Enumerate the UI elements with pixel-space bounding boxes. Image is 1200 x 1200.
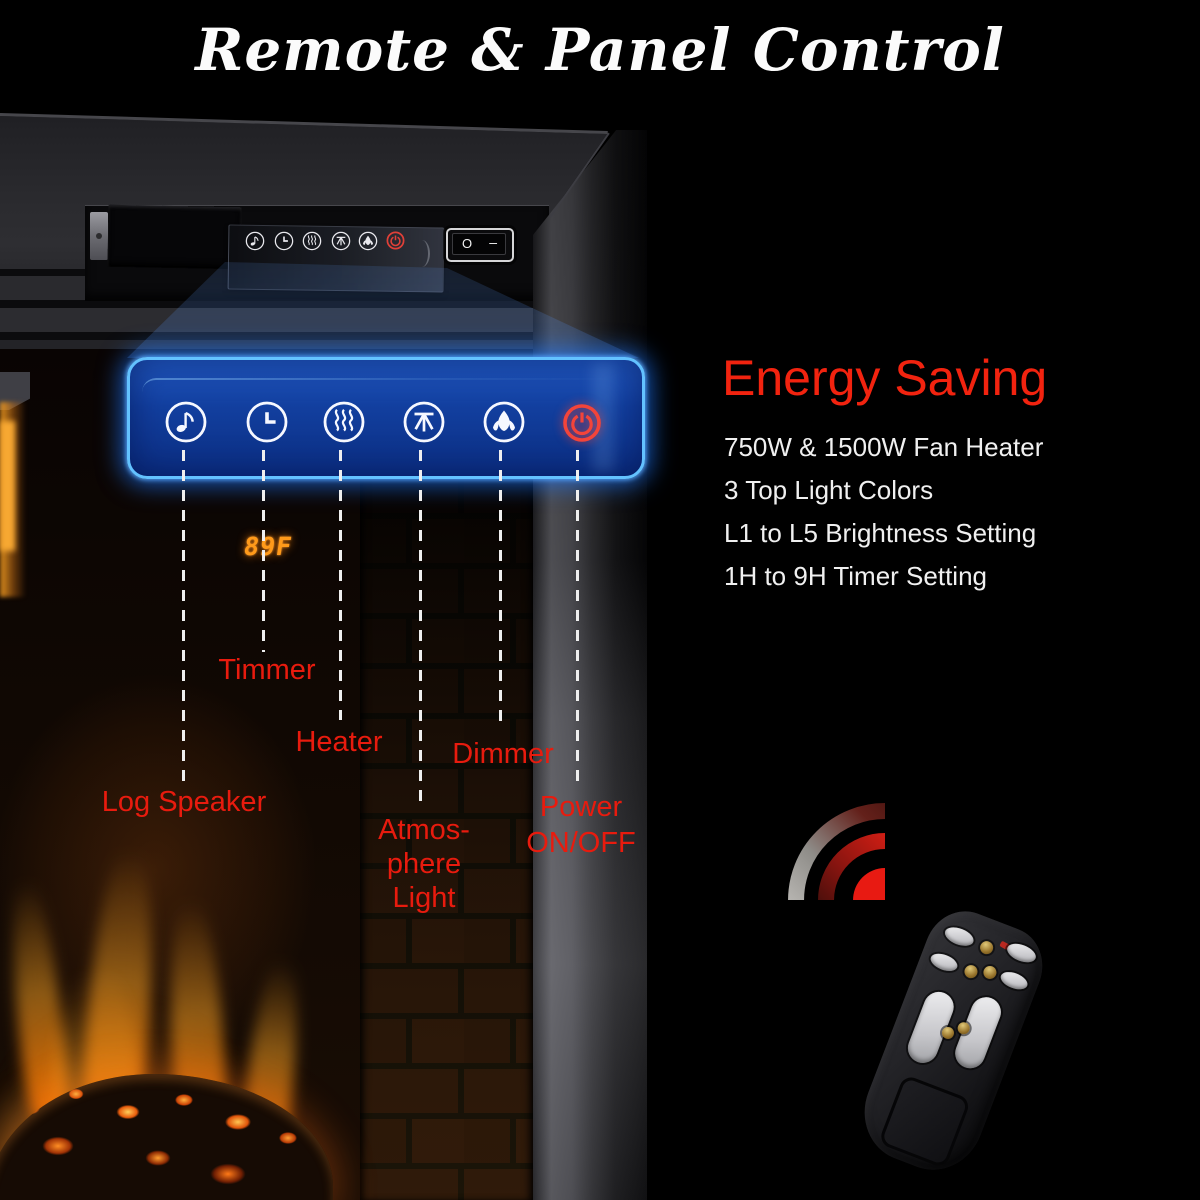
label-atmosphere-light: Atmos- phere Light (378, 814, 470, 914)
feature-item: 750W & 1500W Fan Heater (724, 432, 1044, 462)
label-dimmer: Dimmer (452, 738, 554, 770)
leader-line-log-speaker (182, 450, 185, 786)
label-timer: Timmer (218, 654, 316, 686)
remote-button[interactable] (962, 963, 980, 981)
remote-button[interactable] (998, 968, 1030, 993)
panel-bracket (90, 212, 108, 260)
power-rocker-switch[interactable]: O – (446, 228, 514, 262)
heat-waves-icon[interactable] (322, 400, 366, 444)
power-icon[interactable] (385, 230, 406, 251)
battery-cover (877, 1074, 972, 1169)
panel-gloss (142, 378, 622, 406)
remote-control (849, 900, 1055, 1184)
leader-line-heater (339, 450, 342, 720)
ember-log (0, 1074, 333, 1200)
energy-saving-heading: Energy Saving (722, 350, 1048, 406)
rocker-off-mark: O (462, 236, 473, 251)
leader-line-timer (262, 450, 265, 652)
top-light-icon[interactable] (402, 400, 446, 444)
leader-line-atmosphere (419, 450, 422, 804)
screw-icon (96, 233, 102, 239)
page-title: Remote & Panel Control (195, 16, 1005, 84)
glass-reflection (414, 240, 430, 267)
leader-line-power (576, 450, 579, 786)
power-icon[interactable] (560, 401, 604, 445)
panel-light-streak (592, 364, 614, 472)
rocker-seat: O – (452, 233, 506, 255)
heat-waves-icon[interactable] (302, 231, 322, 251)
feature-item: 3 Top Light Colors (724, 475, 934, 505)
side-light-core (0, 421, 15, 551)
remote-button[interactable] (928, 950, 960, 975)
label-power-onoff: Power ON/OFF (526, 791, 636, 859)
top-light-icon[interactable] (331, 231, 351, 251)
feature-list: 750W & 1500W Fan Heater 3 Top Light Colo… (724, 426, 1043, 598)
flame-icon[interactable] (482, 400, 526, 444)
brick-shadow-fade (360, 469, 533, 1200)
temperature-display: 89F (241, 532, 295, 561)
frame-sheen (533, 130, 647, 1200)
label-heater: Heater (295, 726, 383, 758)
control-panel-zoomed (127, 357, 645, 479)
music-note-icon[interactable] (164, 400, 208, 444)
remote-button[interactable] (978, 939, 996, 957)
slide-compartment (107, 204, 242, 270)
fireplace-frame-right (533, 130, 647, 1200)
feature-item: L1 to L5 Brightness Setting (724, 518, 1037, 548)
leader-line-dimmer (499, 450, 502, 728)
flame-icon[interactable] (358, 231, 378, 251)
firebox-interior: 89F (0, 349, 533, 1200)
remote-signal-icon (788, 803, 886, 901)
rocker-on-mark: – (489, 234, 497, 250)
music-note-icon[interactable] (245, 231, 265, 251)
remote-button[interactable] (1004, 940, 1039, 966)
label-log-speaker: Log Speaker (101, 786, 267, 818)
remote-button[interactable] (981, 964, 999, 981)
clock-timer-icon[interactable] (245, 400, 289, 444)
remote-button[interactable] (942, 923, 977, 950)
clock-timer-icon[interactable] (274, 231, 294, 251)
feature-item: 1H to 9H Timer Setting (724, 561, 987, 591)
